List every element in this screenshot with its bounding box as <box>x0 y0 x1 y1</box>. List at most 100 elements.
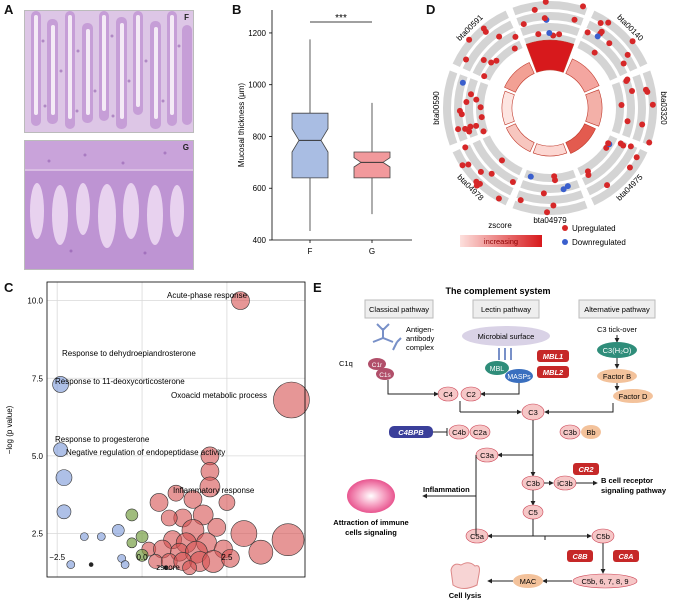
annotation-acute-phase: Acute-phase response <box>167 291 248 300</box>
upregulated-label: Upregulated <box>572 224 616 233</box>
upregulated-gene-dot <box>629 38 636 45</box>
upregulated-gene-dot <box>456 107 463 114</box>
annotation-dehydroepiandrosterone: Response to dehydroepiandrosterone <box>62 349 196 358</box>
upregulated-gene-dot <box>463 56 470 63</box>
inner-arc-bta00591 <box>504 62 535 93</box>
c1s-node <box>376 368 394 380</box>
bb-label: Bb <box>586 428 595 437</box>
bubble-point <box>271 523 305 557</box>
c1q-label: C1q <box>339 359 353 368</box>
cell-lysis-icon <box>450 562 480 589</box>
bubble-point <box>52 376 69 393</box>
c8a-label: C8A <box>618 552 633 561</box>
c2a-label: C2a <box>473 428 488 437</box>
x-tick-label: G <box>369 247 375 256</box>
circos-track-bta03320 <box>611 82 624 134</box>
bubble-point <box>125 508 139 522</box>
bubble-point <box>149 493 169 512</box>
circos-track-bta00591 <box>452 10 509 67</box>
factor-d-node <box>613 389 653 403</box>
circos-plot: bta04610bta00140bta03320bta04975bta04979… <box>432 0 668 247</box>
mbl2-badge <box>537 366 569 378</box>
circos-track-bta04979 <box>516 190 584 204</box>
mbl2-label: MBL2 <box>543 368 564 377</box>
mbl1-label: MBL1 <box>543 352 563 361</box>
cr2-label: CR2 <box>578 465 594 474</box>
c5-label: C5 <box>528 508 538 517</box>
bubble-point <box>218 494 236 511</box>
box-F <box>291 112 329 179</box>
bcell-label-1: B cell receptor <box>601 476 653 485</box>
upregulated-gene-dot <box>550 202 557 209</box>
upregulated-gene-dot <box>584 29 591 36</box>
upregulated-gene-dot <box>598 28 605 35</box>
mac-node <box>513 574 543 588</box>
upregulated-gene-dot <box>482 28 489 35</box>
antigen-label-3: complex <box>406 343 434 352</box>
c5a-label: C5a <box>470 532 485 541</box>
c3a-label: C3a <box>480 451 495 460</box>
circos-track-bta00140 <box>581 30 628 77</box>
upregulated-gene-dot <box>493 57 500 64</box>
c1r-node <box>368 358 386 370</box>
upregulated-gene-dot <box>477 104 484 111</box>
panel-letter-a: A <box>4 2 14 17</box>
mbl1-badge <box>537 350 569 362</box>
downregulated-label: Downregulated <box>572 238 626 247</box>
upregulated-gene-dot <box>466 36 473 43</box>
c1s-label: C1s <box>379 372 391 379</box>
upregulated-gene-dot <box>517 197 524 204</box>
annotation-progesterone: Response to progesterone <box>55 435 150 444</box>
upregulated-gene-dot <box>542 0 549 5</box>
bubble-point <box>111 524 125 537</box>
circos-track-bta00140 <box>577 40 618 81</box>
bubble-point <box>273 381 310 419</box>
bubble-point <box>231 291 250 310</box>
attraction-label-2: cells signaling <box>345 528 397 537</box>
inner-arc-bta04978 <box>505 123 535 153</box>
microbial-surface-label: Microbial surface <box>478 332 535 341</box>
c5b6789-node <box>572 573 638 589</box>
bubble-point <box>160 509 178 527</box>
c3b-bb-label: C3b <box>563 428 577 437</box>
upregulated-gene-dot <box>618 101 625 108</box>
mbl-label: MBL <box>490 366 505 373</box>
bubble-point <box>135 530 149 543</box>
antibody-icon <box>372 323 402 351</box>
downregulated-gene-dot <box>560 186 567 193</box>
y-tick-label: 1200 <box>248 29 266 38</box>
inner-arc-bta04975 <box>565 123 596 154</box>
upregulated-gene-dot <box>488 59 495 66</box>
masps-label: MASPs <box>507 374 531 381</box>
circos-track-bta03320 <box>642 70 657 146</box>
upregulated-dot-icon <box>562 225 568 231</box>
upregulated-gene-dot <box>467 123 474 130</box>
panel-letter-b: B <box>232 2 242 17</box>
alternative-header <box>578 299 656 319</box>
upregulated-gene-dot <box>478 114 485 121</box>
bubble-point <box>207 518 227 537</box>
cell-lysis-label: Cell lysis <box>449 591 482 600</box>
ic3b-label: iC3b <box>557 479 572 488</box>
inner-arc-bta04979 <box>532 143 568 157</box>
bubble-point <box>167 484 185 502</box>
x-tick-label: 2.5 <box>221 553 233 562</box>
c3b-label: C3b <box>526 479 540 488</box>
circos-track-bta04978 <box>472 139 519 186</box>
boxplot-y-label: Mucosal thickness (μm) <box>237 83 246 168</box>
c5a-node <box>465 528 489 544</box>
bb-node <box>581 425 601 439</box>
classical-header <box>364 299 434 319</box>
mbl-node <box>485 361 509 375</box>
bubble-point <box>248 539 274 565</box>
x-tick-label: 0.0 <box>136 553 148 562</box>
attraction-label-1: Attraction of immune <box>333 518 408 527</box>
circos-track-bta04975 <box>591 149 648 206</box>
alternative-label: Alternative pathway <box>584 305 650 314</box>
histology-image-g: G <box>24 140 194 270</box>
y-tick-label: 600 <box>253 184 267 193</box>
c3b-bb-node <box>559 424 581 440</box>
upregulated-gene-dot <box>597 20 604 27</box>
upregulated-gene-dot <box>476 180 483 187</box>
